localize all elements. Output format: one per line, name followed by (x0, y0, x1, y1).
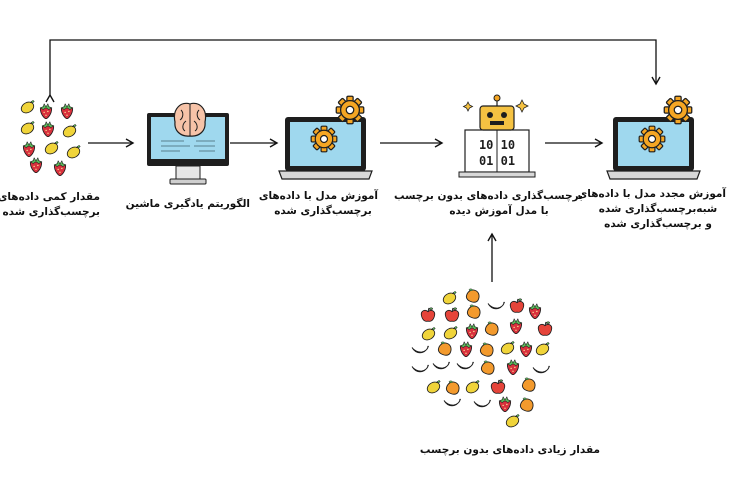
unlabeled-data-label: مقدار زیادی داده‌های بدون برچسب (419, 444, 600, 456)
brain-icon (173, 102, 207, 137)
laptop-gear-icon (278, 95, 373, 180)
binary-top: 10 10 (479, 138, 515, 152)
train-model-label: آموزش مدل با داده‌های برچسب‌گذاری شده (258, 190, 378, 217)
robot-head-icon (479, 94, 515, 131)
brain-monitor-icon (147, 102, 229, 185)
laptop-gear-icon (606, 95, 701, 180)
algorithm-label: الگوریتم یادگیری ماشین (125, 198, 250, 210)
robot-binary-icon: 10 10 01 01 (458, 94, 536, 178)
labeled-data-label: مقدار کمی داده‌های برچسب‌گذاری شده (0, 191, 100, 218)
sparkle-icon (515, 99, 529, 113)
flow-arrows (45, 39, 661, 282)
feedback-arrow (45, 39, 661, 103)
pseudo-label-label: برچسب‌گذاری داده‌های بدون برچسب با مدل آ… (393, 190, 583, 217)
sparkle-icon (462, 101, 474, 112)
binary-bottom: 01 01 (479, 154, 515, 168)
labeled-fruits-icon (20, 100, 81, 176)
retrain-model-label: آموزش مجدد مدل با داده‌های شبه‌برچسب‌گذا… (577, 188, 726, 230)
unlabeled-fruits-icon (411, 288, 553, 429)
